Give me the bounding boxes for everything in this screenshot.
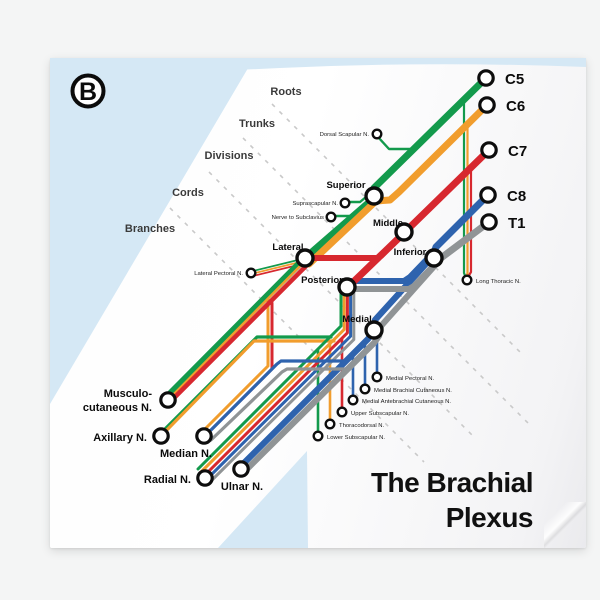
line-posterior-bundle-blue [205, 287, 353, 481]
line-musculocutaneous-orange [168, 259, 307, 400]
zone-label-divisions: Divisions [205, 150, 254, 162]
label-c6: C6 [506, 98, 525, 115]
station-medial-antebrachial-cutaneous [347, 394, 359, 406]
label-c5: C5 [505, 71, 524, 88]
line-lateral-pectoral-green [252, 259, 299, 272]
label-lateral-pectoral: Lateral Pectoral N. [194, 271, 243, 277]
b-roundel [70, 73, 106, 109]
station-ulnar [232, 460, 250, 478]
map-background-triangle-bottom [218, 451, 308, 548]
line-lateral-pectoral-orange [252, 261, 299, 275]
poster: B Roots Trunks Divisions Cords Branches … [50, 58, 586, 548]
line-posterior-bundle-orange [199, 287, 346, 474]
station-inferior-trunk [424, 248, 444, 268]
line-lateral-pectoral-red [252, 264, 299, 277]
label-radial: Radial N. [144, 474, 191, 486]
poster-title-line2: Plexus [446, 502, 533, 533]
station-medial-cord [364, 320, 384, 340]
station-thoracodorsal [324, 418, 336, 430]
label-medial-brachial-cutaneous: Medial Brachial Cutaneous N. [374, 388, 452, 394]
b-roundel-letter: B [79, 78, 97, 106]
station-lateral-cord [295, 248, 315, 268]
station-posterior-cord [337, 277, 357, 297]
label-superior-trunk: Superior [326, 180, 365, 191]
zone-divider-cords-branches [169, 207, 425, 463]
station-upper-subscapular [336, 406, 348, 418]
station-superior-trunk [364, 186, 384, 206]
label-musculocutaneous-line1: Musculo- [104, 388, 153, 400]
label-medial-cord: Medial [342, 314, 372, 325]
label-nerve-to-subclavius: Nerve to Subclavius [272, 215, 324, 221]
station-lower-subscapular [312, 430, 324, 442]
line-inferior-to-posterior-blue [348, 249, 437, 284]
brachial-plexus-map: B Roots Trunks Divisions Cords Branches … [50, 58, 586, 548]
label-inferior-trunk: Inferior [394, 247, 427, 258]
line-suprascapular [345, 195, 368, 204]
line-c7-anterior-division [302, 231, 406, 261]
label-posterior-cord: Posterior [301, 275, 343, 286]
station-middle-trunk [394, 222, 414, 242]
line-axillary-green [161, 335, 333, 433]
label-middle-trunk: Middle [373, 218, 403, 229]
station-long-thoracic [461, 274, 473, 286]
line-posterior-bundle-gray [208, 287, 356, 484]
line-c6-main [305, 101, 491, 268]
label-thoracodorsal: Thoracodorsal N. [339, 423, 385, 429]
station-c8 [479, 186, 497, 204]
station-medial-pectoral [371, 371, 383, 383]
station-radial [196, 469, 214, 487]
station-axillary [152, 427, 170, 445]
line-dorsal-scapular [376, 135, 416, 151]
station-nerve-to-subclavius [325, 211, 337, 223]
label-lower-subscapular: Lower Subscapular N. [327, 435, 385, 441]
label-musculocutaneous-line2: cutaneous N. [83, 402, 152, 414]
line-posterior-bundle-green [196, 287, 343, 471]
label-medial-pectoral: Medial Pectoral N. [386, 376, 434, 382]
zone-label-cords: Cords [172, 187, 204, 199]
poster-corner-curl [544, 502, 586, 548]
label-median: Median N. [160, 448, 212, 460]
label-lateral-cord: Lateral [272, 242, 303, 253]
zone-label-trunks: Trunks [239, 118, 275, 130]
line-long-thoracic-c6 [465, 122, 469, 279]
station-c7 [480, 141, 498, 159]
label-axillary: Axillary N. [93, 432, 147, 444]
station-suprascapular [339, 197, 351, 209]
station-dorsal-scapular [371, 128, 383, 140]
label-medial-antebrachial-cutaneous: Medial Antebrachial Cutaneous N. [362, 399, 451, 405]
label-c8: C8 [507, 188, 526, 205]
label-dorsal-scapular: Dorsal Scapular N. [320, 132, 370, 138]
line-axillary-orange [160, 339, 336, 437]
zone-label-branches: Branches [125, 223, 175, 235]
line-medial-root-median-blue [207, 359, 348, 434]
station-median [195, 427, 213, 445]
line-inferior-to-posterior-gray [349, 258, 441, 292]
station-c5 [477, 69, 495, 87]
station-medial-brachial-cutaneous [359, 383, 371, 395]
label-upper-subscapular: Upper Subscapular N. [351, 411, 409, 417]
line-median-orange [202, 294, 270, 432]
label-ulnar: Ulnar N. [221, 481, 263, 493]
station-t1 [480, 213, 498, 231]
map-background-triangle-topleft [50, 58, 254, 404]
line-medial-root-median-gray [209, 367, 350, 442]
label-suprascapular: Suprascapular N. [292, 201, 338, 207]
line-musculocutaneous-red [169, 260, 312, 403]
station-musculocutaneous [159, 391, 177, 409]
poster-title-line1: The Brachial [371, 467, 533, 498]
line-t1-main [433, 218, 493, 265]
station-c6 [478, 96, 496, 114]
label-t1: T1 [508, 215, 526, 232]
label-long-thoracic: Long Thoracic N. [476, 279, 521, 285]
label-c7: C7 [508, 143, 527, 160]
station-lateral-pectoral [245, 267, 257, 279]
line-posterior-bundle-red [202, 287, 349, 478]
zone-label-roots: Roots [270, 86, 301, 98]
